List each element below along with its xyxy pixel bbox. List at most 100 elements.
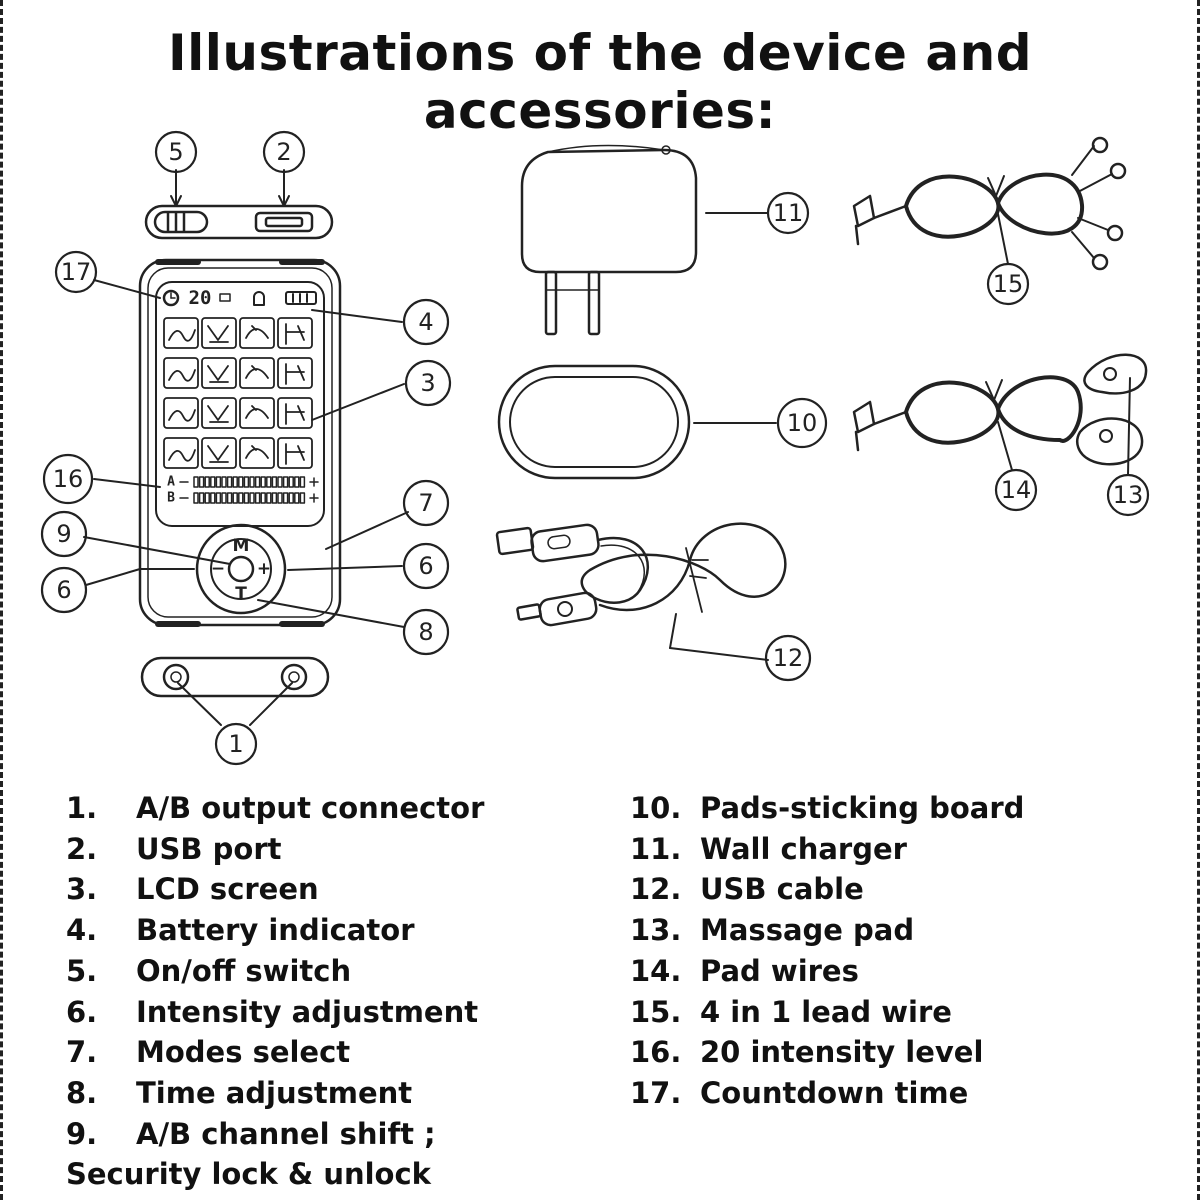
mode-icon-cell [201,437,237,469]
legend-text: 20 intensity level [700,1035,984,1070]
callout-16: 16 [53,465,84,493]
level-segment [215,476,222,488]
mode-icon-cell [201,397,237,429]
mode-icon-cell [163,357,199,389]
lcd-time-digits: 20 [189,287,212,309]
level-segment [204,476,210,488]
legend-text: Pad wires [700,953,859,988]
pads-sticking-board [497,364,691,480]
level-plus-mark [309,477,319,487]
legend-number: 5. [66,953,98,988]
legend-number: 3. [66,872,98,907]
callout-15: 15 [993,270,1024,298]
device-bottom-edge [140,656,330,698]
mode-icon-glyph [285,443,305,465]
legend-number: 4. [66,913,98,948]
level-segment [282,492,289,504]
legend-text: On/off switch [136,953,352,988]
mode-icon-cell [277,357,313,389]
mode-icon-grid [163,317,313,469]
legend-text: Modes select [136,1035,351,1070]
legend-item: 3. LCD screen [66,869,606,910]
massage-pad-bottom [1076,417,1144,466]
mode-icon-glyph [168,369,196,382]
legend-number: 7. [66,1035,98,1070]
level-segment [282,476,289,488]
level-segment [277,492,283,504]
usb-cable [495,522,787,627]
legend-item: 12.USB cable [630,869,1170,910]
time-button-label: T [235,584,247,604]
callout-6-left: 6 [56,576,71,604]
legend-text: 4 in 1 lead wire [700,994,952,1029]
left-dashed-border [0,0,3,1200]
legend-text: Wall charger [700,831,907,866]
plus-button-label: + [257,559,271,579]
mode-icon-glyph [207,365,229,383]
channel-b-label: B [167,491,175,506]
mode-icon-cell [239,357,275,389]
level-segment [238,492,244,504]
legend-item: 8. Time adjustment [66,1073,606,1114]
mode-button-label: M [233,536,250,556]
legend-number: 10. [630,791,682,825]
legend-item: 9.A/B channel shift ; [66,1114,606,1155]
level-segment [232,492,238,504]
legend-number: 15. [630,994,682,1029]
mode-icon-cell [239,397,275,429]
legend-number: 9. [66,1116,98,1151]
wall-charger [520,144,698,336]
level-segment [294,492,300,504]
legend-item: 7. Modes select [66,1032,606,1073]
mode-icon-glyph [285,363,305,385]
clock-icon [162,289,180,307]
legend-text: USB port [136,831,282,866]
level-segment [198,492,205,504]
mode-icon-glyph [168,329,196,342]
legend-text: Time adjustment [136,1075,413,1110]
four-in-one-lead-wire [852,136,1127,271]
level-segment [238,476,244,488]
mode-icon-cell [277,317,313,349]
callout-3: 3 [420,369,435,397]
mode-icon-cell [201,357,237,389]
level-segment [260,492,266,504]
legend-text: Intensity adjustment [136,994,479,1029]
callout-8: 8 [418,618,433,646]
legend-item: 6.Intensity adjustment [66,992,606,1033]
device-body: 20 A B M T − + [138,258,342,627]
callout-7: 7 [418,489,433,517]
level-plus-mark [309,493,319,503]
battery-icon [285,291,317,305]
level-segment [221,476,227,488]
level-segment [299,492,306,504]
legend-text: USB cable [700,872,864,907]
legend-text: A/B output connector [136,791,485,825]
mode-icon-glyph [207,325,229,343]
device-top-edge [144,204,334,240]
legend-text: Countdown time [700,1075,969,1110]
level-segment [215,492,222,504]
legend-number: 11. [630,831,682,866]
legend-item: 15. 4 in 1 lead wire [630,992,1170,1033]
control-ring [195,523,287,615]
mode-icon-cell [163,437,199,469]
mode-icon-glyph [245,445,269,459]
level-segment [271,476,278,488]
page-title: Illustrations of the device and accessor… [167,24,1033,140]
level-segment [288,476,294,488]
level-segment [226,492,233,504]
legend-number: 8. [66,1075,98,1110]
callout-4: 4 [418,308,433,336]
legend-text: LCD screen [136,872,319,907]
callout-5: 5 [168,138,183,166]
mode-icon-glyph [245,405,269,419]
mode-icon-glyph [245,325,269,339]
legend-number: 16. [630,1035,682,1070]
level-segment [254,492,261,504]
legend-text: Battery indicator [136,913,415,948]
level-segment [249,476,255,488]
legend-item: 11. Wall charger [630,829,1170,870]
callout-9: 9 [56,520,71,548]
